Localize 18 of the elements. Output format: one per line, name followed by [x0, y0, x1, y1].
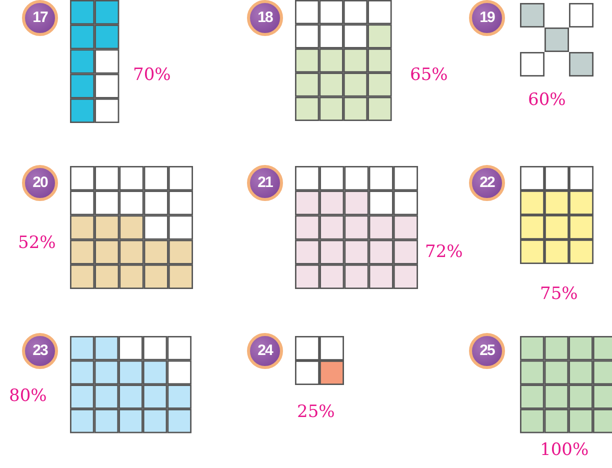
- number-badge: 24: [247, 333, 283, 369]
- number-badge: 25: [469, 333, 505, 369]
- percent-label: 100%: [540, 440, 589, 460]
- number-badge: 22: [469, 165, 505, 201]
- number-badge: 19: [469, 0, 505, 36]
- number-badge: 18: [247, 0, 283, 36]
- percent-label: 25%: [297, 402, 335, 422]
- number-badge: 17: [22, 0, 58, 36]
- number-badge: 21: [247, 165, 283, 201]
- percent-label: 65%: [410, 65, 448, 85]
- percent-label: 72%: [425, 242, 463, 262]
- percent-label: 75%: [540, 284, 578, 304]
- number-badge: 23: [22, 333, 58, 369]
- number-badge: 20: [22, 165, 58, 201]
- percent-label: 60%: [528, 90, 566, 110]
- percent-label: 70%: [133, 65, 171, 85]
- percent-label: 80%: [9, 386, 47, 406]
- percent-label: 52%: [18, 233, 56, 253]
